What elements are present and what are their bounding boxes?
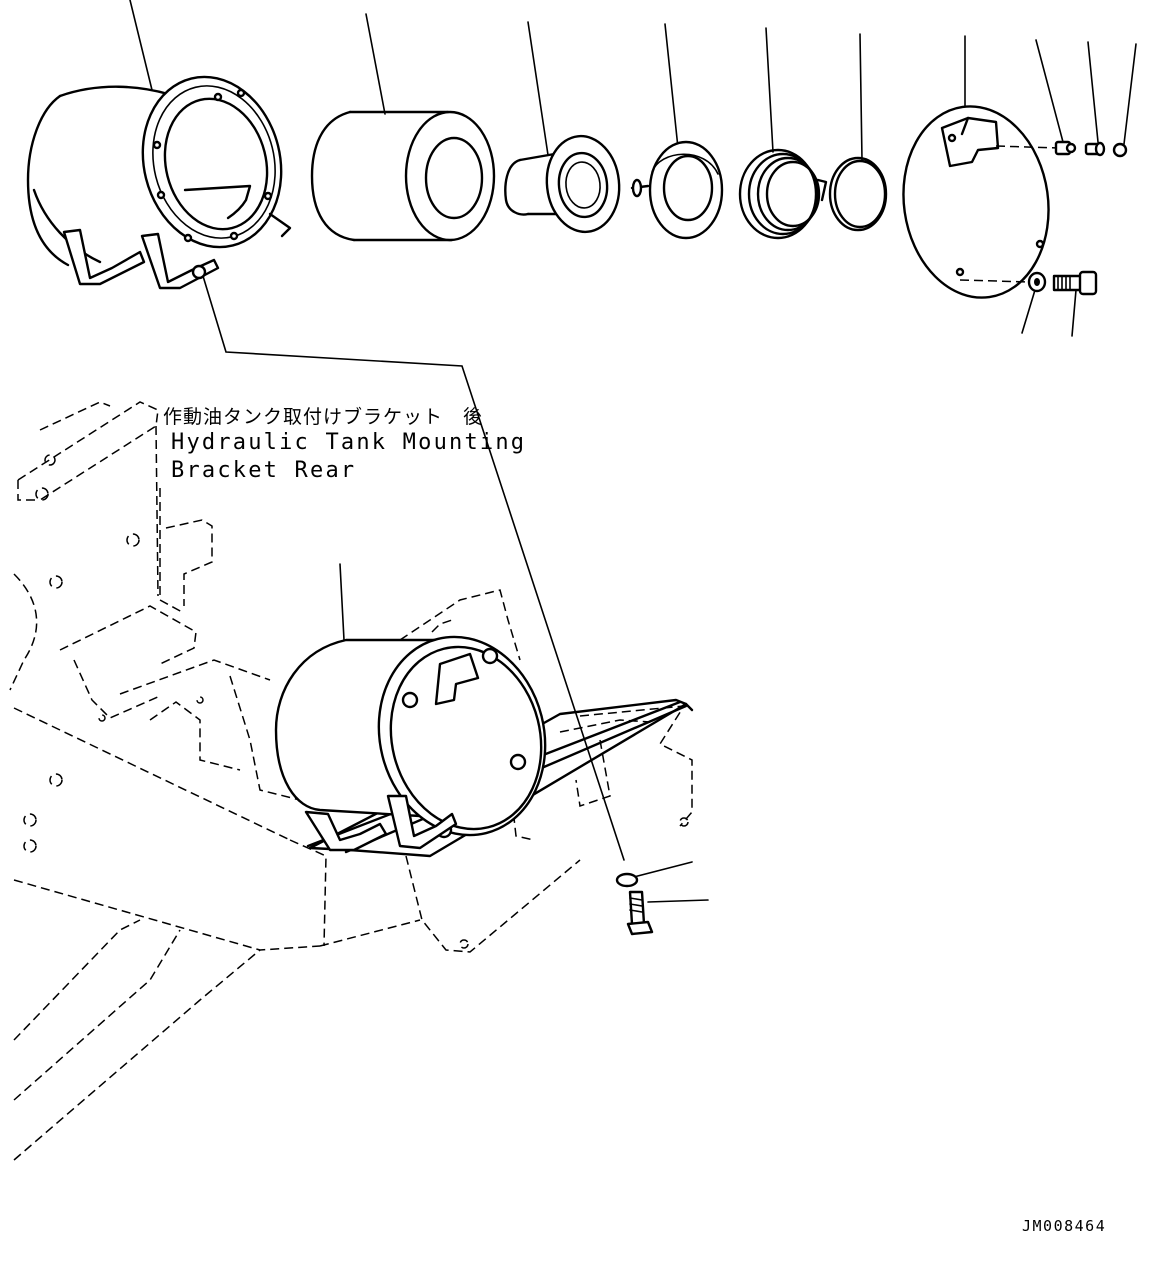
leader-lines bbox=[129, 0, 1137, 903]
hardware-small bbox=[1027, 140, 1128, 296]
inner-element bbox=[504, 134, 621, 234]
callout-label-english-line2: Bracket Rear bbox=[171, 458, 357, 483]
callout-label-japanese: 作動油タンク取付けブラケット 後 bbox=[163, 406, 484, 428]
filter-housing bbox=[26, 75, 292, 290]
o-ring bbox=[828, 156, 888, 232]
outer-element bbox=[310, 110, 496, 242]
valve-plate bbox=[630, 140, 724, 240]
drawing-number: JM008464 bbox=[1022, 1217, 1107, 1235]
machine-frame bbox=[9, 401, 693, 1161]
callout-label-english-line1: Hydraulic Tank Mounting bbox=[171, 430, 527, 455]
bottom-bolt bbox=[615, 872, 654, 936]
assembly-connection-line bbox=[202, 275, 625, 861]
spring bbox=[738, 148, 828, 240]
assembled-filter bbox=[274, 635, 694, 858]
cover-plate bbox=[902, 105, 1059, 299]
